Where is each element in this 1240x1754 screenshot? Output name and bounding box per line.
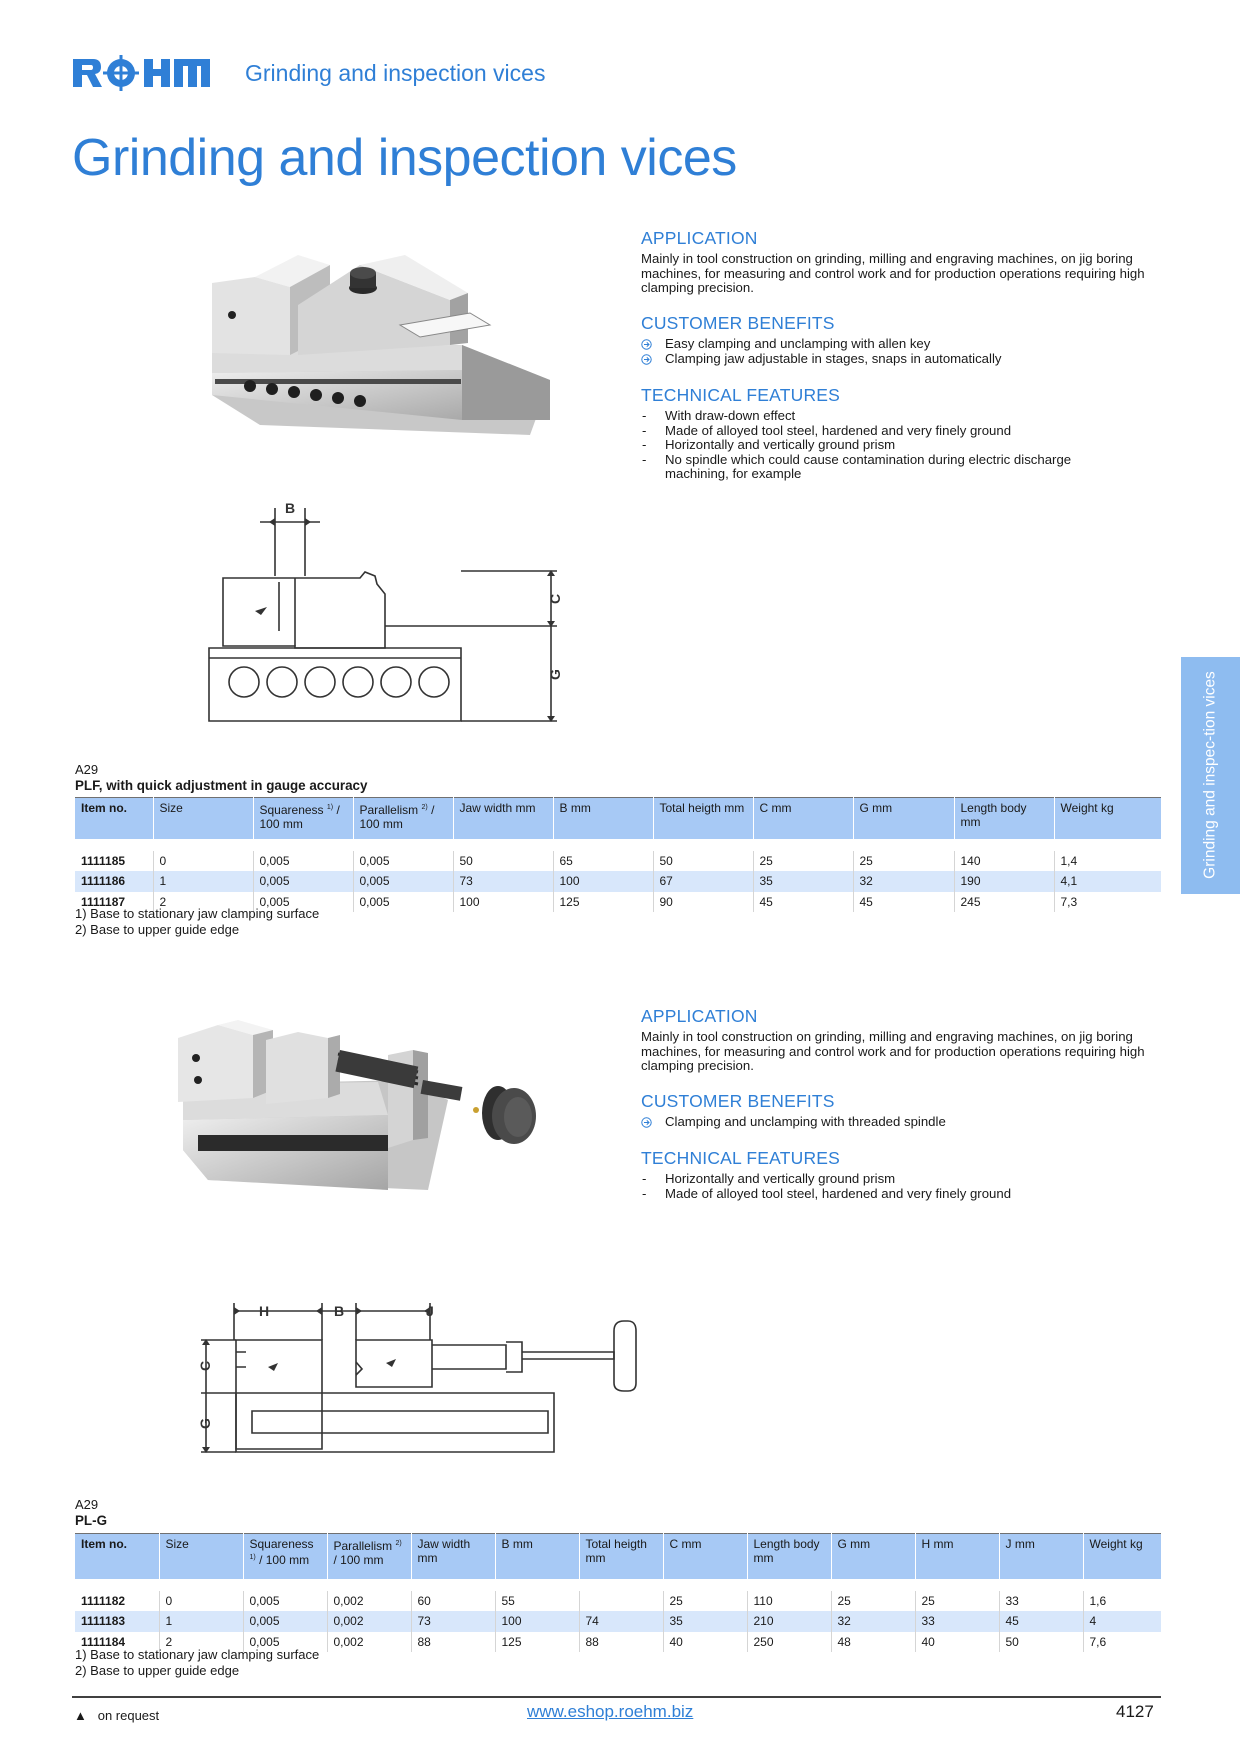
benefits-list: Easy clamping and unclamping with allen … [641, 336, 1002, 367]
col-header: H mm [914, 1533, 999, 1579]
col-header: Size [158, 1533, 243, 1579]
page-number: 4127 [1116, 1702, 1154, 1721]
col-header: Length body mm [953, 797, 1054, 839]
drawing-label-b: B [334, 1303, 344, 1319]
feature-item: -With draw-down effect [642, 408, 796, 423]
col-header: Squareness 1) / 100 mm [242, 1533, 327, 1579]
feature-text: Horizontally and vertically ground prism [665, 437, 896, 453]
feature-text: Horizontally and vertically ground prism [665, 1171, 896, 1186]
footnote: 1) Base to stationary jaw clamping surfa… [75, 1647, 320, 1662]
pl-g-spec-table: Item no. Size Squareness 1) / 100 mm Par… [75, 1533, 1161, 1652]
benefit-item: Easy clamping and unclamping with allen … [641, 336, 1001, 352]
arrow-circle-icon [641, 339, 652, 350]
footnote: 2) Base to upper guide edge [75, 921, 240, 937]
feature-item: -Made of alloyed tool steel, hardened an… [642, 1185, 1012, 1201]
triangle-icon: ▲ [74, 1708, 87, 1723]
drawing-label-g: G [197, 1418, 213, 1429]
features-list: -With draw-down effect -Made of alloyed … [641, 408, 1121, 482]
features-heading: TECHNICAL FEATURES [641, 385, 841, 405]
benefits-heading: CUSTOMER BENEFITS [641, 313, 835, 333]
col-header: Total heigth mm [652, 797, 753, 839]
col-header: Total heigth mm [578, 1533, 663, 1579]
col-header: B mm [494, 1533, 579, 1579]
col-header: J mm [998, 1533, 1083, 1579]
plf-vice-photo [212, 255, 550, 435]
features-heading: TECHNICAL FEATURES [641, 1148, 841, 1168]
pl-g-technical-drawing: H B J C G [197, 1303, 637, 1453]
col-header: B mm [552, 797, 653, 839]
drawing-label-h: H [259, 1303, 269, 1319]
col-header: C mm [752, 797, 853, 839]
drawing-label-g: G [547, 669, 563, 680]
side-tab: Grinding and inspec-tion vices [1181, 657, 1240, 894]
benefit-item: Clamping jaw adjustable in stages, snaps… [641, 350, 1002, 367]
application-heading: APPLICATION [641, 1006, 758, 1026]
drawing-label-c: C [197, 1361, 213, 1371]
plf-spec-table: Item no. Size Squareness 1) / 100 mm Par… [75, 797, 1161, 912]
col-header: Squareness 1) / 100 mm [252, 797, 353, 839]
drawing-label-j: J [426, 1303, 434, 1319]
benefit-item: Clamping and unclamping with threaded sp… [641, 1114, 946, 1130]
feature-item: -No spindle which could cause contaminat… [642, 451, 1072, 482]
page-title: Grinding and inspection vices [72, 129, 737, 187]
col-header: Parallelism 2) / 100 mm [326, 1533, 411, 1579]
col-header: Length body mm [746, 1533, 831, 1579]
application-heading: APPLICATION [641, 228, 758, 248]
col-header: Item no. [75, 1533, 159, 1579]
footnote: 2) Base to upper guide edge [75, 1662, 240, 1678]
col-header: C mm [662, 1533, 747, 1579]
table-code: A29 [75, 1497, 99, 1512]
table-caption: PLF, with quick adjustment in gauge accu… [75, 778, 368, 793]
pl-g-vice-photo [178, 1020, 536, 1190]
feature-item: -Horizontally and vertically ground pris… [642, 1171, 896, 1186]
feature-text: Made of alloyed tool steel, hardened and… [665, 1185, 1012, 1201]
col-header: Parallelism 2) / 100 mm [352, 797, 453, 839]
col-header: Jaw width mm [410, 1533, 495, 1579]
table-code: A29 [75, 762, 99, 777]
footnotes: 1) Base to stationary jaw clamping surfa… [75, 1647, 319, 1678]
application-text: Mainly in tool construction on grinding,… [641, 1029, 1145, 1074]
arrow-circle-icon [641, 354, 652, 365]
roehm-logo [73, 55, 210, 91]
footer-note: ▲ on request [74, 1708, 159, 1723]
col-header: Weight kg [1082, 1533, 1161, 1579]
col-header: Item no. [75, 797, 153, 839]
feature-text: No spindle which could cause contaminati… [665, 451, 1072, 482]
feature-item: -Horizontally and vertically ground pris… [642, 437, 896, 453]
drawing-label-c: C [547, 594, 563, 604]
footnote: 1) Base to stationary jaw clamping surfa… [75, 906, 320, 921]
feature-item: -Made of alloyed tool steel, hardened an… [642, 422, 1012, 438]
benefits-heading: CUSTOMER BENEFITS [641, 1091, 835, 1111]
drawing-label-b: B [285, 500, 295, 516]
header-subtitle: Grinding and inspection vices [245, 60, 546, 86]
col-header: Jaw width mm [452, 797, 553, 839]
benefits-list: Clamping and unclamping with threaded sp… [641, 1114, 946, 1130]
col-header: Size [152, 797, 253, 839]
side-tab-label: Grinding and inspec-tion vices [1201, 671, 1219, 879]
footnotes: 1) Base to stationary jaw clamping surfa… [75, 906, 319, 937]
table-caption: PL-G [75, 1513, 107, 1528]
application-text: Mainly in tool construction on grinding,… [641, 251, 1145, 296]
footer-url-link[interactable]: www.eshop.roehm.biz [527, 1702, 694, 1721]
footer-note-text: on request [97, 1708, 160, 1723]
plf-technical-drawing: B C G [208, 500, 563, 722]
benefit-text: Easy clamping and unclamping with allen … [665, 336, 931, 351]
col-header: G mm [830, 1533, 915, 1579]
col-header: G mm [852, 797, 954, 839]
arrow-circle-icon [641, 1117, 652, 1128]
footer-rule [72, 1696, 1161, 1698]
benefit-text: Clamping jaw adjustable in stages, snaps… [665, 350, 1002, 366]
feature-text: Made of alloyed tool steel, hardened and… [665, 422, 1012, 438]
features-list: -Horizontally and vertically ground pris… [641, 1171, 1121, 1201]
benefit-text: Clamping and unclamping with threaded sp… [665, 1114, 946, 1129]
feature-text: With draw-down effect [665, 408, 796, 423]
col-header: Weight kg [1053, 797, 1161, 839]
